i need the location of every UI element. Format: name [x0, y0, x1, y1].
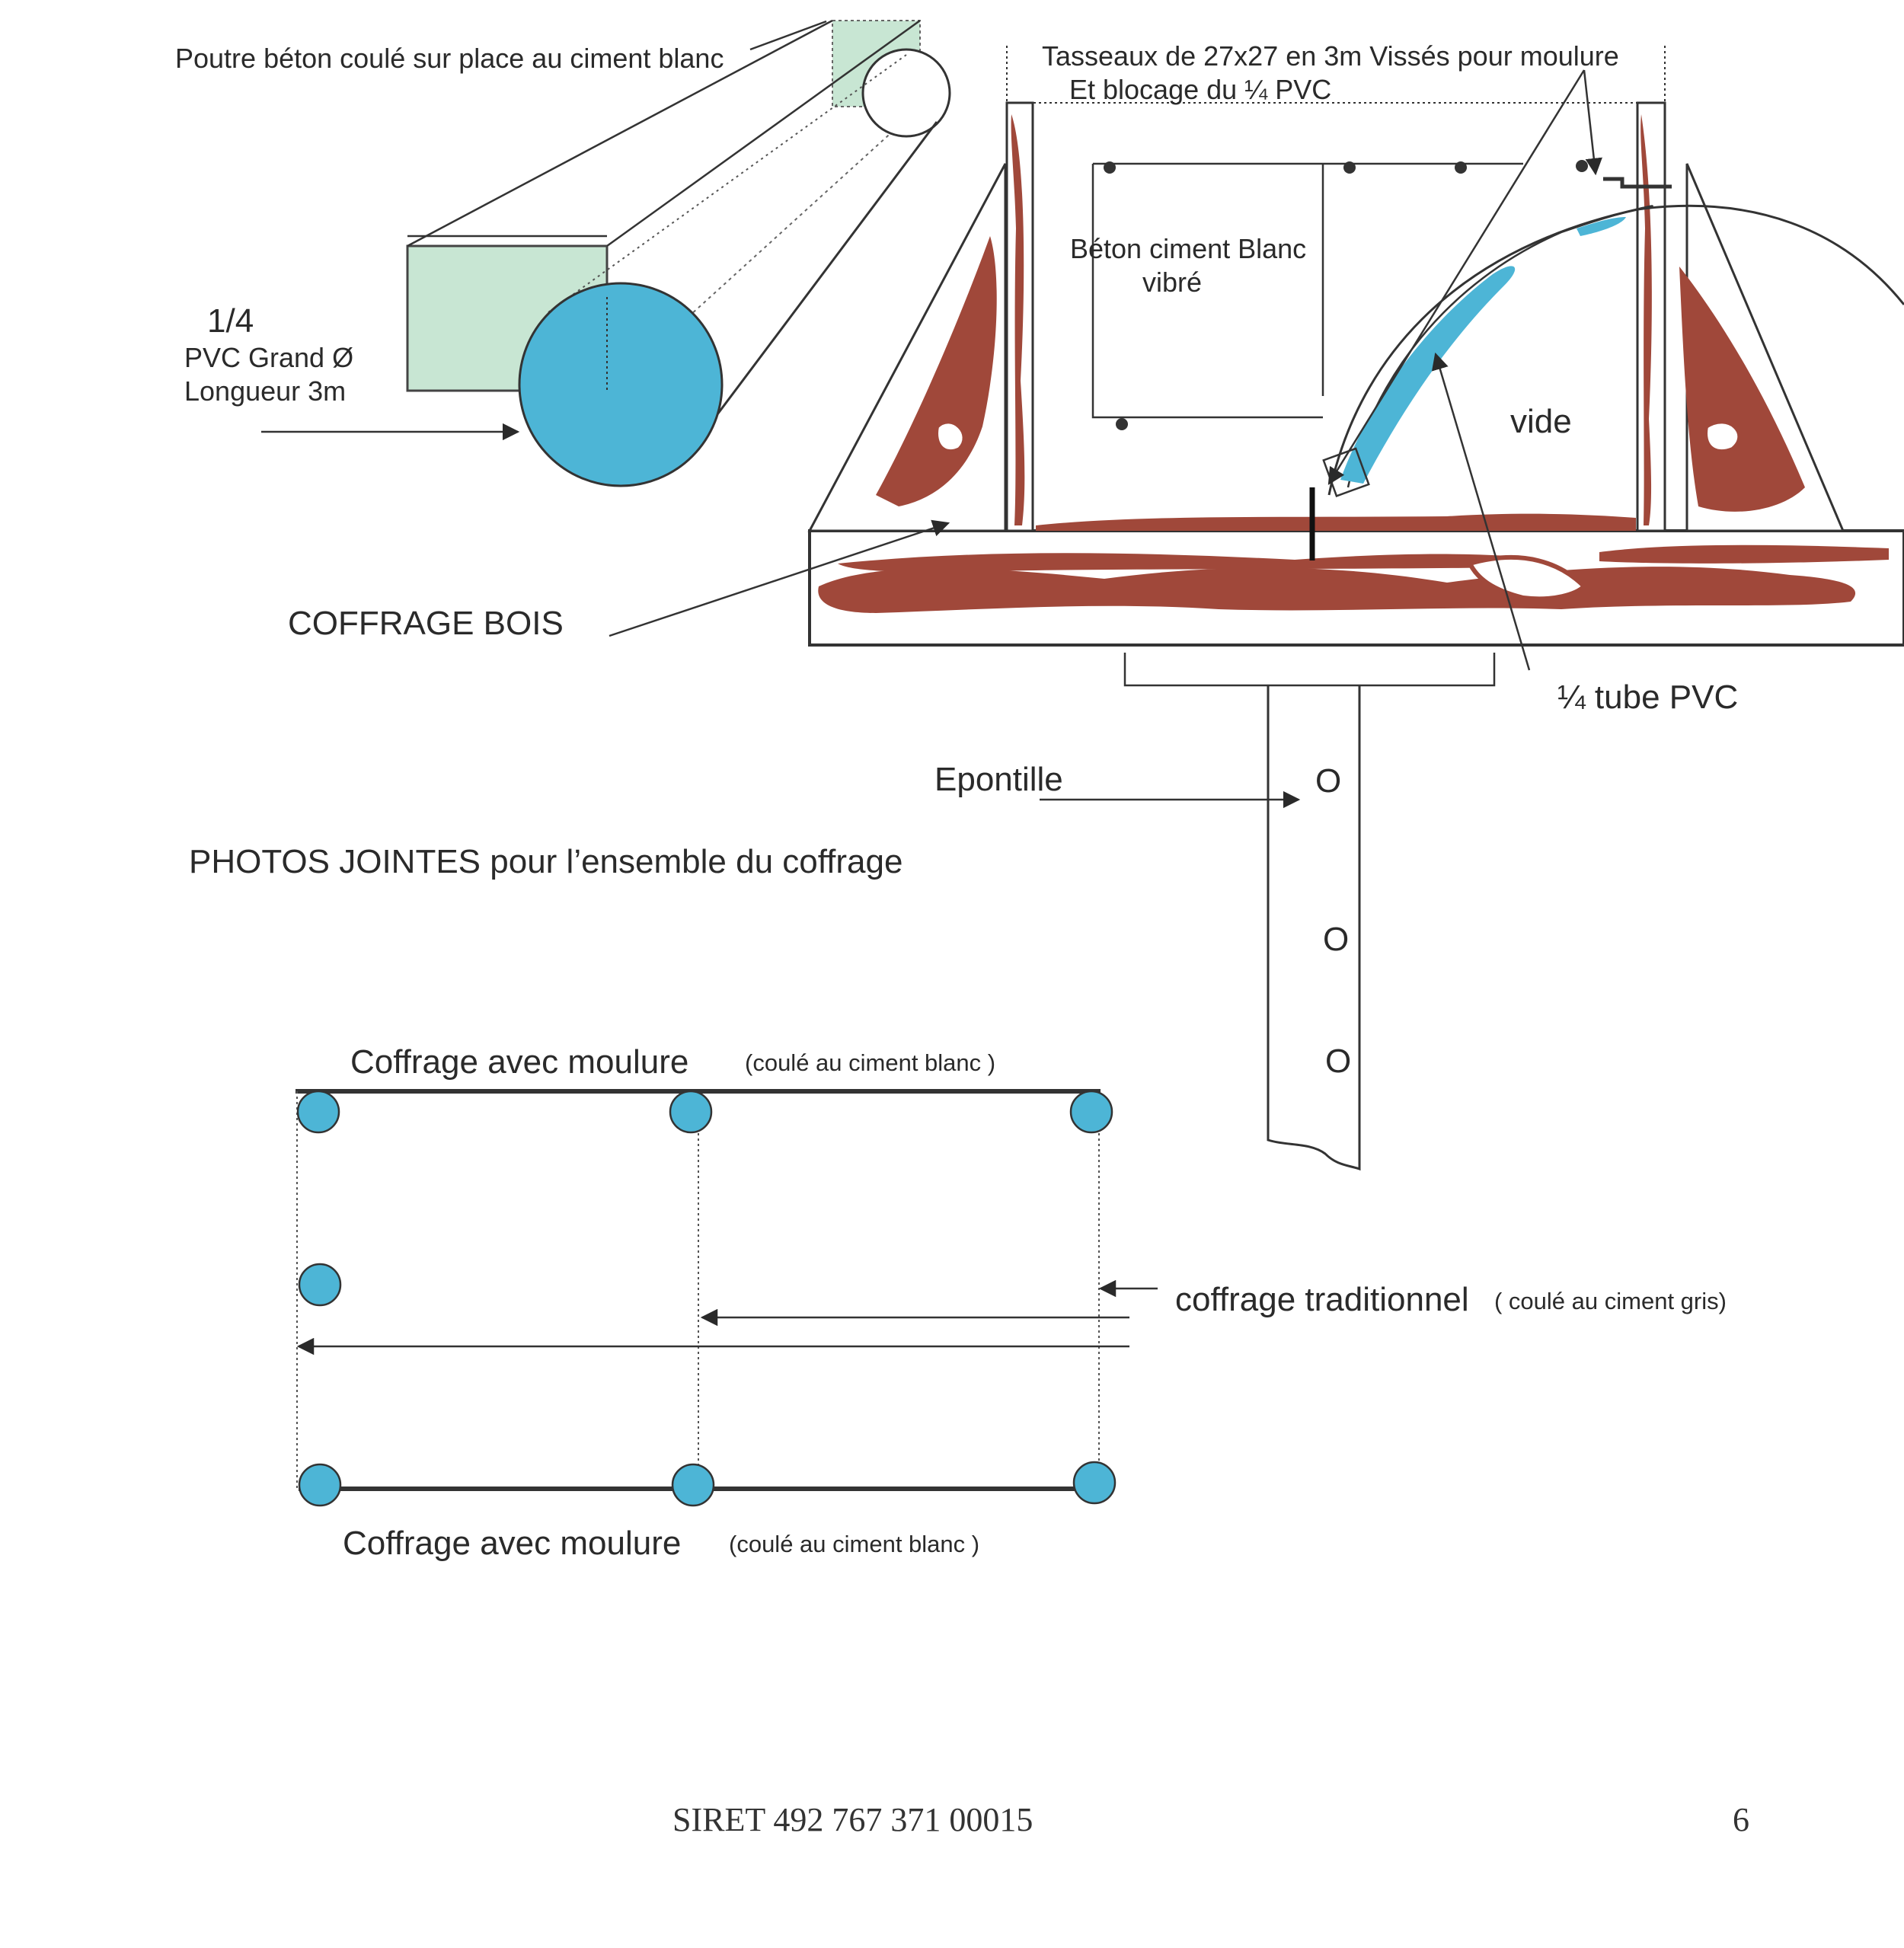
void-label: vide	[1510, 403, 1572, 440]
pvc-dot	[1072, 1461, 1117, 1505]
prop-label: Epontille	[934, 761, 1063, 798]
pvc-dot	[669, 1090, 713, 1134]
battens-label: Tasseaux de 27x27 en 3m Vissés pour moul…	[1042, 40, 1619, 72]
pvc-dot	[1069, 1090, 1113, 1134]
pvc-dot	[296, 1090, 340, 1134]
pvc-length-label: Longueur 3m	[184, 375, 347, 407]
pvc-far-circle	[861, 48, 951, 138]
beam-label: Poutre béton coulé sur place au ciment b…	[175, 43, 724, 74]
siret-footer: SIRET 492 767 371 00015	[672, 1801, 1033, 1838]
prop-hole: O	[1323, 921, 1350, 958]
battens-label-line2: Et blocage du ¼ PVC	[1069, 74, 1332, 105]
bottom-moulding-label: Coffrage avec moulure	[343, 1525, 682, 1562]
traditional-formwork-label: coffrage traditionnel	[1175, 1281, 1469, 1318]
pvc-fraction-label: 1/4	[207, 302, 254, 340]
prop-hole: O	[1325, 1043, 1352, 1080]
plan-diagram	[296, 1089, 1158, 1507]
pvc-tube-circle	[518, 282, 724, 487]
concrete-label-line2: vibré	[1142, 267, 1203, 298]
top-moulding-label: Coffrage avec moulure	[350, 1043, 689, 1081]
prop-hole: O	[1315, 762, 1342, 800]
top-moulding-note: (coulé au ciment blanc )	[745, 1049, 996, 1076]
prop-post	[1267, 685, 1361, 1171]
pvc-dot	[298, 1463, 342, 1507]
formwork-label: COFFRAGE BOIS	[288, 605, 564, 642]
concrete-label: Béton ciment Blanc	[1070, 233, 1307, 264]
formwork-section	[609, 46, 1904, 1171]
pvc-dot	[671, 1463, 715, 1507]
traditional-formwork-note: ( coulé au ciment gris)	[1494, 1288, 1727, 1314]
pvc-dot	[298, 1263, 342, 1307]
beam-perspective	[261, 19, 951, 487]
page-number: 6	[1733, 1801, 1749, 1838]
pvc-diameter-label: PVC Grand Ø	[184, 342, 354, 373]
photos-note: PHOTOS JOINTES pour l’ensemble du coffra…	[189, 843, 903, 880]
pvc-tube-label: ¼ tube PVC	[1557, 679, 1739, 716]
bottom-moulding-note: (coulé au ciment blanc )	[729, 1531, 980, 1557]
